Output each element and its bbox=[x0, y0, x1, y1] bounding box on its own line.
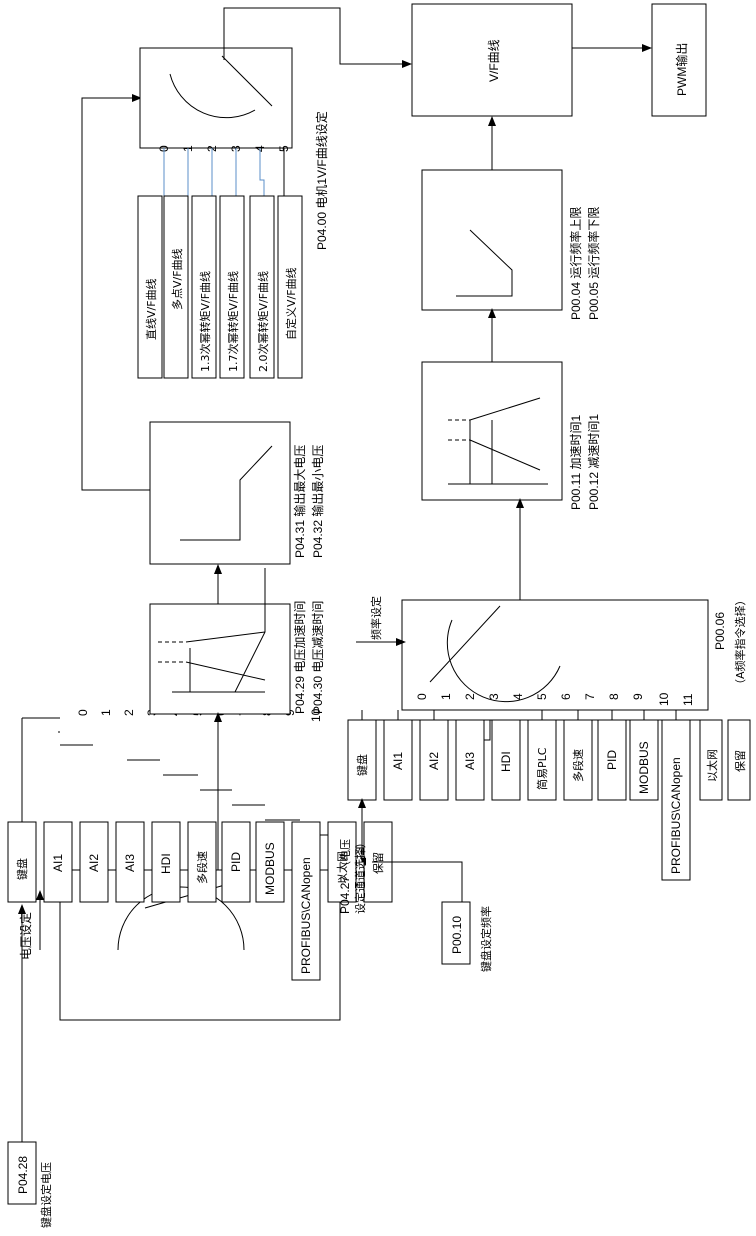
svg-text:0: 0 bbox=[76, 709, 90, 716]
voltage-setting-section: 电压设定 0 1 2 3 4 5 6 7 8 9 10 bbox=[7, 94, 393, 1228]
svg-text:5: 5 bbox=[535, 693, 549, 700]
voltage-source-profibus: PROFIBUS\CANopen bbox=[299, 857, 313, 974]
frequency-keypad-param: P00.10 bbox=[450, 916, 464, 954]
vf-block-label: V/F曲线 bbox=[487, 39, 501, 82]
frequency-selector-desc: （A频率指令选择） bbox=[733, 594, 747, 690]
vf-curve-output-block bbox=[411, 3, 573, 117]
frequency-selector-param: P00.06 bbox=[713, 612, 727, 650]
voltage-selector-desc-1: （电压 bbox=[339, 839, 352, 872]
voltage-limit-param-min: P04.32 输出最小电压 bbox=[310, 445, 325, 558]
voltage-selector-desc-2: 设定通道选择） bbox=[353, 837, 367, 914]
vf-curve-connectors bbox=[163, 148, 285, 196]
svg-text:10: 10 bbox=[309, 708, 323, 722]
vf-curve-selector-param: P04.00 电机1V/F曲线设定 bbox=[314, 111, 329, 250]
voltage-source-ai1: AI1 bbox=[51, 854, 65, 872]
vf-curve-option-boxes: 直线V/F曲线 多点V/F曲线 1.3次幂转矩V/F曲线 1.7次幂转矩V/F曲… bbox=[137, 195, 303, 379]
frequency-channel-numbers: 0 1 2 3 4 5 6 7 8 9 10 11 bbox=[415, 692, 695, 706]
svg-text:7: 7 bbox=[583, 693, 597, 700]
frequency-setting-label: 频率设定 bbox=[369, 596, 383, 640]
svg-text:2: 2 bbox=[463, 693, 477, 700]
svg-text:1: 1 bbox=[439, 693, 453, 700]
vf-curve-section: 0 1 2 3 4 5 直线V/F曲线 多点V/F曲线 1.3次幂转矩V/F曲线… bbox=[137, 7, 412, 379]
pwm-output-label: PWM输出 bbox=[674, 43, 689, 96]
output-section: V/F曲线 PWM输出 bbox=[411, 3, 707, 117]
vf-curve-linear: 直线V/F曲线 bbox=[144, 278, 158, 340]
svg-text:1: 1 bbox=[99, 709, 113, 716]
frequency-source-hdi: HDI bbox=[499, 751, 513, 772]
frequency-setting-section: 频率设定 0 1 2 3 4 5 6 7 8 9 10 11 bbox=[347, 116, 751, 972]
frequency-limit-param-lower: P00.05 运行频率下限 bbox=[586, 207, 601, 320]
frequency-limit-block bbox=[421, 169, 563, 311]
voltage-source-ethernet: 以太网 bbox=[336, 851, 349, 884]
vf-curve-power-1-3: 1.3次幂转矩V/F曲线 bbox=[198, 271, 212, 372]
voltage-source-multistep: 多段速 bbox=[195, 851, 209, 884]
frequency-source-simple-plc: 简易PLC bbox=[535, 747, 549, 790]
frequency-limit-param-upper: P00.04 运行频率上限 bbox=[568, 207, 583, 320]
voltage-ramp-block bbox=[149, 603, 291, 715]
svg-text:2: 2 bbox=[122, 709, 136, 716]
voltage-keypad-desc: 键盘设定电压 bbox=[39, 1162, 53, 1228]
svg-text:8: 8 bbox=[607, 693, 621, 700]
vf-curve-custom: 自定义V/F曲线 bbox=[284, 267, 298, 340]
frequency-source-multistep: 多段速 bbox=[571, 749, 585, 782]
frequency-source-pid: PID bbox=[605, 750, 619, 770]
frequency-source-ethernet: 以太网 bbox=[706, 749, 719, 782]
svg-text:6: 6 bbox=[559, 693, 573, 700]
voltage-source-reserved: 保留 bbox=[371, 852, 385, 874]
frequency-source-ai3: AI3 bbox=[463, 752, 477, 770]
voltage-ramp-param-decel: P04.30 电压减速时间 bbox=[311, 601, 325, 714]
voltage-keypad-param: P04.28 bbox=[16, 1156, 30, 1194]
frequency-source-reserved: 保留 bbox=[733, 750, 747, 772]
svg-text:4: 4 bbox=[511, 693, 525, 700]
svg-text:11: 11 bbox=[681, 693, 695, 706]
frequency-selector-arc bbox=[446, 619, 561, 703]
voltage-source-hdi: HDI bbox=[159, 853, 173, 874]
vf-curve-multipoint: 多点V/F曲线 bbox=[170, 248, 184, 310]
pwm-output-block bbox=[651, 3, 707, 117]
voltage-keypad-param-box bbox=[7, 1141, 37, 1205]
vf-curve-selector-box bbox=[139, 47, 293, 149]
svg-text:10: 10 bbox=[657, 692, 671, 706]
svg-text:9: 9 bbox=[631, 693, 645, 700]
frequency-ramp-param-accel: P00.11 加速时间1 bbox=[569, 415, 583, 510]
voltage-source-modbus: MODBUS bbox=[263, 842, 277, 895]
voltage-limit-block bbox=[149, 421, 291, 565]
frequency-source-modbus: MODBUS bbox=[637, 741, 651, 794]
voltage-selector-param: P04.27 bbox=[338, 876, 352, 914]
voltage-source-pid: PID bbox=[229, 852, 243, 872]
svg-text:3: 3 bbox=[487, 693, 501, 700]
voltage-source-ai3: AI3 bbox=[123, 854, 137, 872]
voltage-selector-arc bbox=[117, 886, 245, 951]
frequency-source-keypad: 键盘 bbox=[355, 754, 369, 776]
frequency-source-boxes: 键盘 AI1 AI2 AI3 HDI 简易PLC 多段速 PID MODBUS … bbox=[347, 719, 751, 881]
frequency-keypad-desc: 键盘设定频率 bbox=[479, 906, 493, 972]
vf-selector-arc bbox=[169, 73, 256, 119]
frequency-source-profibus: PROFIBUS\CANopen bbox=[669, 757, 683, 874]
frequency-keypad-param-box bbox=[441, 901, 471, 965]
frequency-channel-selector-box bbox=[401, 599, 709, 711]
frequency-ramp-param-decel: P00.12 减速时间1 bbox=[587, 414, 601, 510]
voltage-source-keypad: 键盘 bbox=[15, 858, 29, 880]
voltage-ramp-param-accel: P04.29 电压加速时间 bbox=[293, 601, 307, 714]
voltage-limit-param-max: P04.31 输出最大电压 bbox=[292, 445, 307, 558]
vf-curve-power-1-7: 1.7次幂转矩V/F曲线 bbox=[226, 271, 240, 372]
frequency-source-ai1: AI1 bbox=[391, 752, 405, 770]
vf-curve-power-2-0: 2.0次幂转矩V/F曲线 bbox=[256, 271, 270, 372]
frequency-source-ai2: AI2 bbox=[427, 752, 441, 770]
voltage-setting-label: 电压设定 bbox=[18, 912, 33, 960]
voltage-source-ai2: AI2 bbox=[87, 854, 101, 872]
svg-text:0: 0 bbox=[415, 693, 429, 700]
